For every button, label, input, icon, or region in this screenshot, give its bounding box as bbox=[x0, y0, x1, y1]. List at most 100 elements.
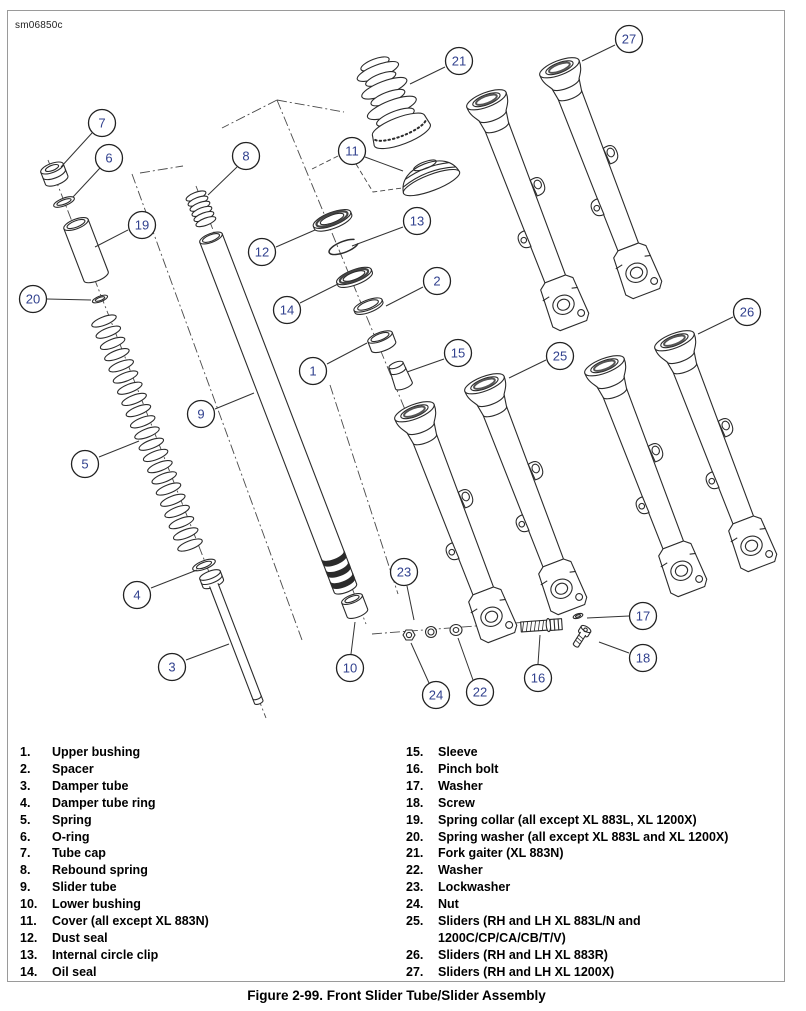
parts-list-item: 17.Washer bbox=[406, 778, 778, 795]
parts-list-item: 7.Tube cap bbox=[20, 845, 390, 862]
part-lower-bushing bbox=[341, 593, 369, 619]
callout-6: 6 bbox=[72, 143, 124, 198]
part-number: 14. bbox=[20, 964, 38, 979]
callout-number: 13 bbox=[410, 214, 424, 229]
callout-circle bbox=[247, 237, 277, 267]
callout-leader-line bbox=[385, 286, 424, 307]
callout-number: 27 bbox=[622, 32, 636, 47]
parts-list-item: 24.Nut bbox=[406, 896, 778, 913]
parts-list-item: 19. Spring collar (all except XL 883L, XL… bbox=[406, 812, 778, 829]
callout-leader-line bbox=[364, 156, 404, 172]
callout-number: 19 bbox=[135, 218, 149, 233]
parts-list-item: 26.Sliders (RH and LH XL 883R) bbox=[406, 947, 778, 964]
part-number: 12. bbox=[20, 930, 38, 945]
callout-7: 7 bbox=[60, 108, 117, 168]
part-number: 8. bbox=[20, 863, 31, 878]
parts-list-item-continuation: 1200C/CP/CA/CB/T/V) bbox=[438, 930, 566, 945]
callout-number: 4 bbox=[133, 588, 140, 603]
parts-list-item: 4.Damper tube ring bbox=[20, 795, 390, 812]
callout-circle bbox=[87, 108, 117, 138]
part-number: 9. bbox=[20, 880, 31, 895]
callout-number: 7 bbox=[98, 116, 105, 131]
callout-leader-line bbox=[60, 132, 93, 168]
parts-list-item: 3.Damper tube bbox=[20, 778, 390, 795]
callout-11: 11 bbox=[337, 136, 404, 172]
part-label: Sliders (RH and LH XL 883L/N and bbox=[438, 914, 641, 929]
part-number: 4. bbox=[20, 795, 31, 810]
callout-number: 24 bbox=[429, 688, 443, 703]
callout-circle bbox=[231, 141, 261, 171]
part-fork-gaiter bbox=[356, 56, 431, 150]
part-internal-circle-clip bbox=[328, 238, 359, 256]
part-label: Damper tube bbox=[52, 778, 129, 793]
parts-list-item: 20.Spring washer (all except XL 883L and… bbox=[406, 829, 778, 846]
part-label: Spring collar (all except XL 883L, XL 12… bbox=[438, 812, 697, 827]
callout-circle bbox=[186, 399, 216, 429]
part-number: 19. bbox=[406, 812, 424, 827]
callout-circle bbox=[421, 680, 451, 710]
callout-16: 16 bbox=[523, 634, 553, 693]
part-screw bbox=[572, 624, 592, 648]
part-nut bbox=[402, 629, 416, 641]
part-label: Cover (all except XL 883N) bbox=[52, 914, 209, 929]
parts-list-item: 22. Washer bbox=[406, 862, 778, 879]
part-number: 11. bbox=[20, 914, 37, 929]
callout-number: 25 bbox=[553, 349, 567, 364]
callout-number: 17 bbox=[636, 609, 650, 624]
callout-10: 10 bbox=[335, 621, 365, 683]
part-number: 15. bbox=[406, 745, 424, 759]
callout-leader-line bbox=[326, 342, 368, 365]
callout-leader-line bbox=[406, 585, 415, 621]
exploded-diagram: 1234567891011121314151617181920212223242… bbox=[18, 24, 785, 719]
callout-leader-line bbox=[214, 392, 255, 410]
callout-24: 24 bbox=[410, 642, 451, 710]
callout-circle bbox=[337, 136, 367, 166]
part-label: O-ring bbox=[52, 829, 90, 844]
callout-leader-line bbox=[409, 66, 446, 85]
callout-leader-line bbox=[598, 641, 630, 654]
callout-circle bbox=[402, 206, 432, 236]
part-tube-cap bbox=[40, 161, 69, 187]
part-number: 7. bbox=[20, 846, 31, 861]
callout-leader-line bbox=[410, 642, 430, 684]
part-spring-washer bbox=[91, 294, 109, 304]
callout-number: 22 bbox=[473, 685, 487, 700]
part-washer-22 bbox=[449, 623, 463, 637]
callout-leader-line bbox=[697, 316, 734, 335]
callout-circle bbox=[465, 677, 495, 707]
part-spacer bbox=[353, 297, 384, 315]
part-number: 21. bbox=[406, 846, 424, 861]
part-label: Washer bbox=[438, 863, 483, 878]
part-number: 16. bbox=[406, 761, 424, 776]
part-number: 22. bbox=[406, 863, 424, 878]
callout-4: 4 bbox=[122, 569, 198, 610]
callout-8: 8 bbox=[207, 141, 261, 196]
callout-20: 20 bbox=[18, 284, 92, 314]
callout-leader-line bbox=[207, 166, 238, 196]
part-label: Slider tube bbox=[52, 880, 117, 895]
parts-list-item: 13.Internal circle clip bbox=[20, 947, 390, 964]
callout-2: 2 bbox=[385, 266, 452, 307]
callout-14: 14 bbox=[272, 283, 339, 325]
callout-circle bbox=[272, 295, 302, 325]
part-damper-tube bbox=[199, 569, 264, 705]
parts-list-item: 1.Upper bushing bbox=[20, 744, 390, 761]
callout-number: 9 bbox=[197, 407, 204, 422]
callout-circle bbox=[628, 601, 658, 631]
callout-9: 9 bbox=[186, 392, 255, 429]
parts-list-item: 6.O-ring bbox=[20, 829, 390, 846]
parts-list-item: 18.Screw bbox=[406, 795, 778, 812]
callout-15: 15 bbox=[406, 338, 473, 373]
callout-leader-line bbox=[94, 229, 129, 248]
part-label: Spring bbox=[52, 812, 92, 827]
part-label: Internal circle clip bbox=[52, 947, 159, 962]
callout-leader-line bbox=[350, 621, 356, 655]
part-label: Fork gaiter (XL 883N) bbox=[438, 846, 564, 861]
cover-alt-dashed-leaders bbox=[311, 155, 403, 193]
callout-leader-line bbox=[457, 637, 474, 681]
callout-23: 23 bbox=[389, 557, 419, 621]
callout-26: 26 bbox=[697, 297, 762, 335]
part-spring-collar bbox=[63, 216, 109, 284]
callout-number: 20 bbox=[26, 292, 40, 307]
